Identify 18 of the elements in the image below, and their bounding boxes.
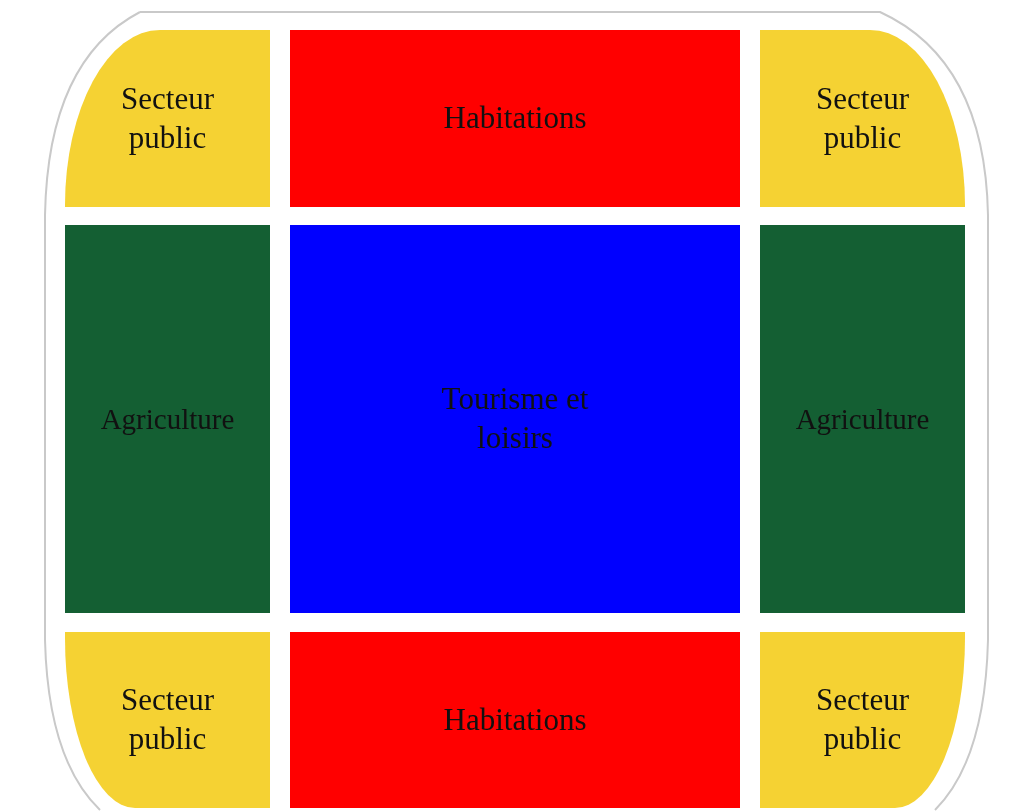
zone-label: Agriculture <box>100 401 235 437</box>
public-sector-zone <box>65 30 270 207</box>
agriculture-zone <box>65 225 270 613</box>
housing-zone <box>290 632 740 808</box>
agriculture-zone <box>760 225 965 613</box>
zone-label: Agriculture <box>795 401 930 437</box>
zone-label: Habitations <box>443 99 587 138</box>
tourism-zone <box>290 225 740 613</box>
housing-zone <box>290 30 740 207</box>
zone-label: Secteur public <box>815 681 910 758</box>
zone-label: Secteur public <box>815 79 910 157</box>
zone-label: Habitations <box>443 700 587 739</box>
public-sector-zone <box>760 30 965 207</box>
zone-label: Secteur public <box>120 79 215 157</box>
zone-label: Tourisme et loisirs <box>440 380 590 457</box>
public-sector-zone <box>760 632 965 808</box>
zone-label: Secteur public <box>120 681 215 758</box>
public-sector-zone <box>65 632 270 808</box>
